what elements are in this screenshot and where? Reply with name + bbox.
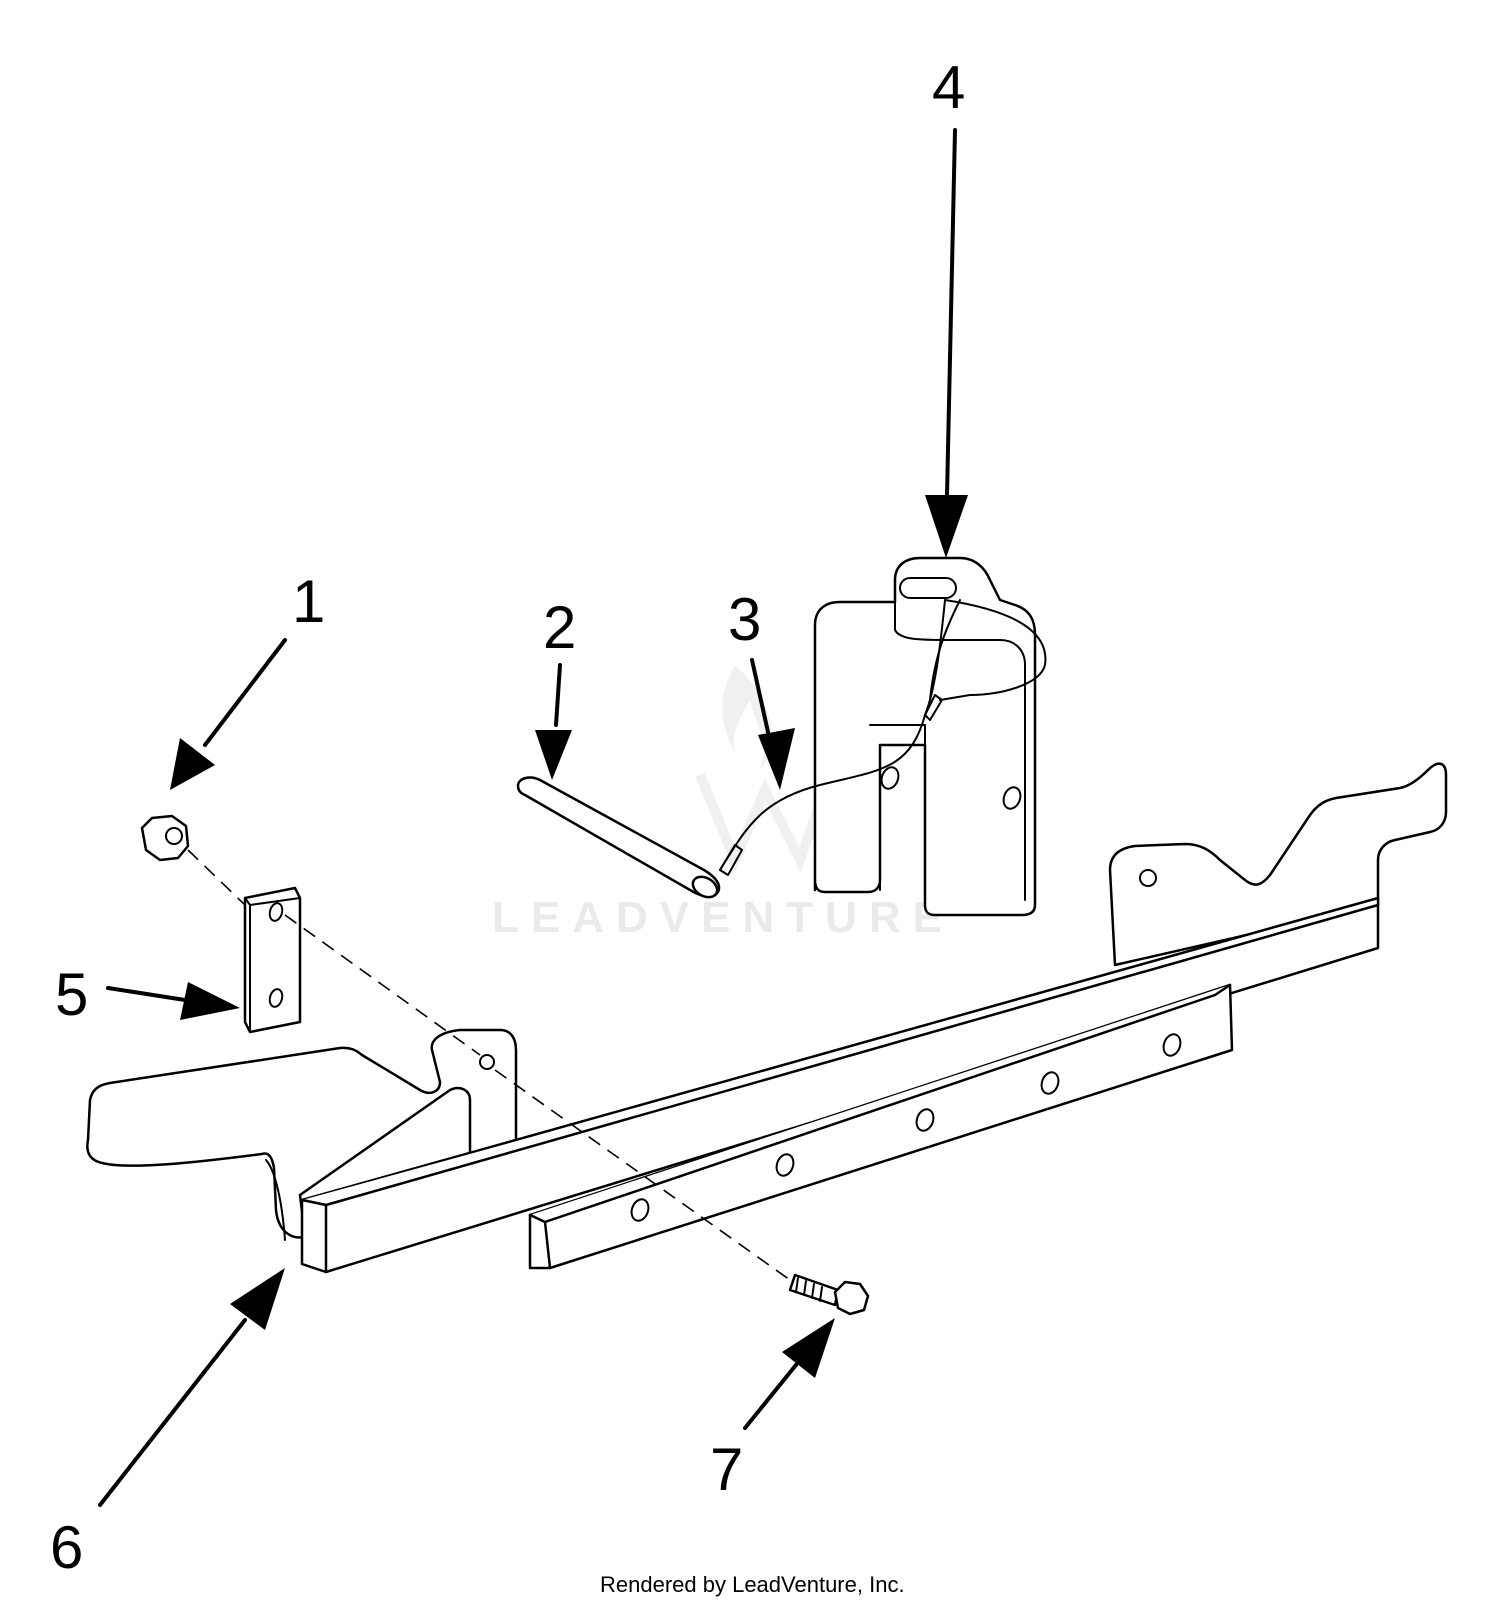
- spacer-plate: [243, 886, 302, 1034]
- callout-3: 3: [728, 586, 761, 653]
- leader-arrows: [98, 128, 968, 1507]
- frame-crossbar: [300, 896, 1380, 1274]
- arrowhead-6: [230, 1268, 285, 1330]
- callout-2: 2: [543, 594, 576, 661]
- hex-bolt: [788, 1273, 870, 1316]
- arrowhead-1: [170, 738, 215, 790]
- arrowhead-7: [782, 1318, 835, 1378]
- frame-bracket-right: [1108, 762, 1448, 967]
- watermark-text: LEADVENTURE: [492, 893, 954, 942]
- hitch-pin: [516, 776, 721, 899]
- frame-center-tab: [479, 1054, 495, 1070]
- callout-4: 4: [932, 54, 965, 121]
- hitch-bracket: [813, 556, 1037, 917]
- arrowhead-4: [925, 495, 968, 558]
- assembly-centerlines: [187, 849, 791, 1281]
- callout-6: 6: [50, 1514, 83, 1581]
- leader-line-3: [750, 658, 770, 734]
- leader-line-4: [945, 128, 957, 497]
- mounting-plate: [528, 983, 1234, 1270]
- frame-bracket-left: [86, 1028, 518, 1241]
- callout-7: 7: [710, 1436, 743, 1503]
- leader-line-5: [106, 986, 187, 1002]
- leader-line-6: [98, 1318, 247, 1507]
- leader-line-2: [554, 663, 562, 727]
- leader-line-7: [743, 1358, 802, 1430]
- lanyard-cable: [719, 599, 1047, 876]
- footer-credit: Rendered by LeadVenture, Inc.: [600, 1572, 905, 1597]
- watermark: LEADVENTURE: [492, 665, 954, 942]
- callout-labels: 1 2 3 4 5 6 7: [50, 54, 965, 1581]
- arrowhead-3: [758, 728, 795, 790]
- arrowhead-2: [535, 730, 572, 780]
- arrowhead-5: [180, 982, 240, 1020]
- lock-nut: [140, 814, 190, 862]
- leader-line-1: [203, 638, 287, 747]
- callout-5: 5: [55, 961, 88, 1028]
- callout-1: 1: [292, 568, 325, 635]
